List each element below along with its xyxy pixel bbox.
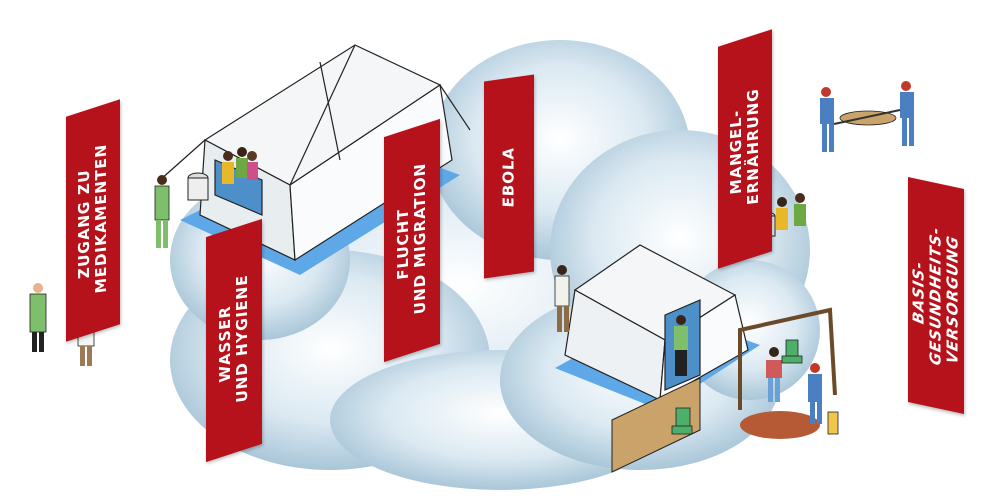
worker-spraying xyxy=(808,363,839,435)
banner-basisgesundheitsversorgung[interactable]: BASIS- GESUNDHEITS- VERSORGUNG xyxy=(908,177,964,414)
banner-wasser-und-hygiene[interactable]: WASSER UND HYGIENE xyxy=(206,218,262,463)
doctor-with-tablet xyxy=(29,283,47,352)
water-tank xyxy=(187,172,209,201)
green-chair-decon xyxy=(781,339,803,364)
banner-ebola-label: EBOLA xyxy=(499,145,518,209)
wooden-screen xyxy=(611,377,701,473)
banner-mangel-label: MANGEL- ERNÄHRUNG xyxy=(727,85,762,208)
banner-mangelernaehrung[interactable]: MANGEL- ERNÄHRUNG xyxy=(718,29,772,269)
banner-ebola[interactable]: EBOLA xyxy=(484,74,534,279)
decon-patient xyxy=(766,347,782,402)
banner-flucht-und-migration[interactable]: FLUCHT UND MIGRATION xyxy=(384,118,440,363)
banner-wasser-label: WASSER UND HYGIENE xyxy=(216,271,251,405)
decontamination-frame xyxy=(738,307,837,439)
banner-zugang-zu-medikamenten[interactable]: ZUGANG ZU MEDIKAMENTEN xyxy=(66,99,120,342)
banner-flucht-label: FLUCHT UND MIGRATION xyxy=(394,159,429,317)
stretcher-carriers xyxy=(820,81,914,152)
banner-basis-label: BASIS- GESUNDHEITS- VERSORGUNG xyxy=(909,224,962,367)
banner-zugang-label: ZUGANG ZU MEDIKAMENTEN xyxy=(75,140,110,296)
person-in-tent-doorway xyxy=(674,315,688,376)
seated-patients xyxy=(222,147,258,184)
staff-person-left-tent xyxy=(154,175,170,248)
green-chair-front xyxy=(671,407,693,435)
man-with-cane xyxy=(554,265,570,332)
waiting-mothers xyxy=(776,193,806,230)
